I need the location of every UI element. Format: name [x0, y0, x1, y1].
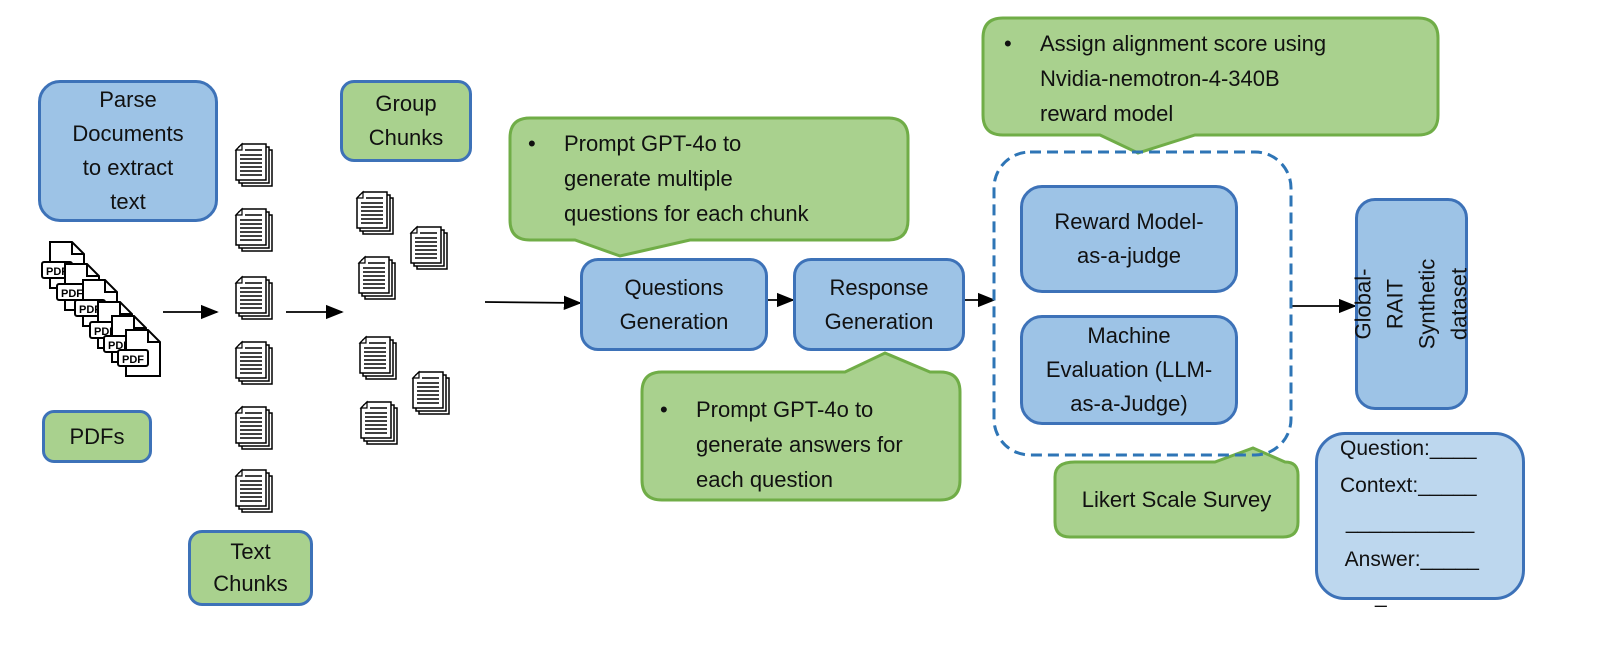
response-generation-box: Response Generation — [793, 258, 965, 351]
parse-documents-label: Parse Documents to extract text — [72, 87, 184, 214]
callout-questions: • Prompt GPT-4o to generate multiple ques… — [528, 126, 809, 231]
question-field-line: Question:____ — [1340, 437, 1477, 460]
callout-questions-text: Prompt GPT-4o to generate multiple quest… — [564, 131, 809, 226]
text-chunks-label: Text Chunks — [213, 539, 288, 596]
evaluation-group-dashed-border — [992, 150, 1293, 457]
response-generation-label: Response Generation — [824, 274, 934, 334]
parse-documents-box: Parse Documents to extract text — [38, 80, 218, 222]
questions-generation-box: Questions Generation — [580, 258, 768, 351]
text-chunks-box: Text Chunks — [188, 530, 313, 606]
pdf-file-stack-icon — [41, 241, 161, 377]
machine-evaluation-box: Machine Evaluation (LLM- as-a-Judge) — [1020, 315, 1238, 425]
group-chunks-box: Group Chunks — [340, 80, 472, 162]
callout-answers-text: Prompt GPT-4o to generate answers for ea… — [696, 397, 903, 492]
callout-answers-bubble — [640, 351, 962, 502]
arrow-groups-to-questions — [484, 295, 582, 311]
callout-answers: • Prompt GPT-4o to generate answers for e… — [660, 392, 903, 497]
group-chunks-label: Group Chunks — [368, 91, 444, 150]
bullet: • — [1004, 31, 1012, 56]
qa-template-lines: Question:____ Context:_____ ___________ A… — [1340, 430, 1479, 615]
global-rait-dataset-label: Global-RAIT Synthetic dataset — [1350, 258, 1472, 350]
reward-model-judge-label: Reward Model- as-a-judge — [1054, 209, 1204, 268]
text-chunk-document-icons — [235, 143, 273, 513]
bullet: • — [528, 131, 536, 156]
callout-reward-text: Assign alignment score using Nvidia-nemo… — [1040, 31, 1327, 126]
qa-template-box — [1315, 432, 1525, 600]
answer-continuation-line: _ — [1340, 585, 1387, 608]
machine-evaluation-label: Machine Evaluation (LLM- as-a-Judge) — [1045, 323, 1213, 416]
context-continuation-line: ___________ — [1340, 511, 1475, 534]
context-field-line: Context:_____ — [1340, 474, 1477, 497]
reward-model-judge-box: Reward Model- as-a-judge — [1020, 185, 1238, 293]
callout-questions-bubble — [508, 116, 910, 258]
likert-bubble — [1053, 446, 1300, 539]
global-rait-dataset-box: Global-RAIT Synthetic dataset — [1351, 198, 1472, 410]
callout-reward: • Assign alignment score using Nvidia-nem… — [1004, 26, 1326, 131]
pdfs-box: PDFs — [42, 410, 152, 463]
bullet: • — [660, 397, 668, 422]
answer-field-line: Answer:_____ — [1340, 548, 1479, 571]
questions-generation-label: Questions Generation — [619, 274, 729, 334]
callout-reward-bubble — [981, 16, 1440, 155]
likert-label: Likert Scale Survey — [1081, 487, 1272, 512]
pdfs-label: PDFs — [69, 423, 125, 449]
likert-scale-survey: Likert Scale Survey — [1055, 465, 1298, 535]
grouped-chunk-document-icons — [356, 191, 450, 445]
